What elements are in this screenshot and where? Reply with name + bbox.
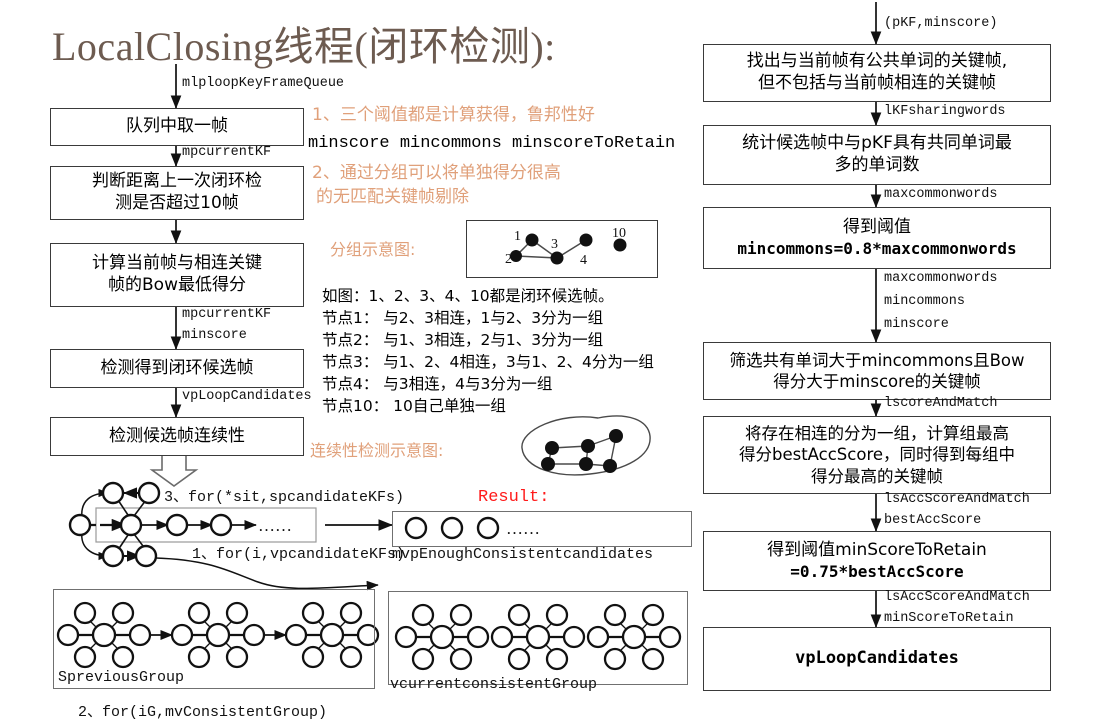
box-text-line2: 帧的Bow最低得分 <box>108 275 246 295</box>
loop-label-1: 1、for(i,vpcandidateKFs) <box>192 546 406 563</box>
box-text-line2: 得分大于minscore的关键帧 <box>773 372 981 391</box>
edge-label-pkf-minscore: (pKF,minscore) <box>884 16 998 31</box>
edge-label-mincommons: mincommons <box>884 294 966 309</box>
box-text: vpLoopCandidates <box>795 648 959 669</box>
box-text-line2: =0.75*bestAccScore <box>790 561 964 581</box>
svg-text:……: …… <box>258 516 292 535</box>
box-text-line1: 找出与当前帧有公共单词的关键帧, <box>746 51 1008 72</box>
flow-box-threshold-minscoretoretain: 得到阈值minScoreToRetain =0.75*bestAccScore <box>703 531 1051 591</box>
edge-label-lkfsharingwords: lKFsharingwords <box>884 104 1006 119</box>
box-text: 检测得到闭环候选帧 <box>100 357 254 378</box>
box-text-line2: mincommons=0.8*maxcommonwords <box>737 238 1017 258</box>
loop-label-2: 2、for(iG,mvConsistentGroup) <box>78 704 328 721</box>
flow-box-vploopcandidates: vpLoopCandidates <box>703 627 1051 691</box>
spreviousgroup-box <box>53 589 375 689</box>
edge-label-bestaccscore: bestAccScore <box>884 513 982 528</box>
explanation-line-5: 节点10： 10自己单独一组 <box>322 397 506 415</box>
flow-box-group-best-acc: 将存在相连的分为一组，计算组最高 得分bestAccScore，同时得到每组中 … <box>703 416 1051 494</box>
edge-label-lscoreandmatch: lscoreAndMatch <box>884 396 998 411</box>
flow-box-take-frame: 队列中取一帧 <box>50 108 304 146</box>
box-text-line1: 得到阈值minScoreToRetain <box>767 539 987 560</box>
loop-label-3: 3、for(*sit,spcandidateKFs) <box>164 489 405 506</box>
edge-label-mpcurrentkf-2: mpcurrentKF <box>182 307 272 322</box>
flow-box-count-max-common: 统计候选帧中与pKF具有共同单词最 多的单词数 <box>703 125 1051 185</box>
box-text-line1: 判断距离上一次闭环检 <box>92 171 262 192</box>
result-label: Result: <box>478 488 550 507</box>
explanation-line-3: 节点3： 与1、2、4相连，3与1、2、4分为一组 <box>322 353 654 371</box>
explanation-line-1: 节点1： 与2、3相连，1与2、3分为一组 <box>322 309 604 327</box>
edge-label-mpcurrentkf-1: mpcurrentKF <box>182 145 272 160</box>
box-text-line1: 计算当前帧与相连关键 <box>92 253 262 274</box>
box-text-line2: 得分bestAccScore，同时得到每组中 <box>738 445 1016 465</box>
edge-label-maxcommonwords-1: maxcommonwords <box>884 187 998 202</box>
flow-box-detect-candidates: 检测得到闭环候选帧 <box>50 349 304 388</box>
box-text-line1: 筛选共有单词大于mincommons且Bow <box>729 350 1025 370</box>
edge-label-minscoretoretain: minScoreToRetain <box>884 611 1014 626</box>
box-text: 队列中取一帧 <box>126 116 228 137</box>
spreviousgroup-label: SpreviousGroup <box>58 669 185 686</box>
flow-box-compute-min-bow: 计算当前帧与相连关键 帧的Bow最低得分 <box>50 243 304 307</box>
box-text-line2: 但不包括与当前帧相连的关键帧 <box>758 73 996 93</box>
flow-box-threshold-mincommons: 得到阈值 mincommons=0.8*maxcommonwords <box>703 207 1051 269</box>
group-diagram-frame <box>466 220 658 278</box>
note-1-title: 1、三个阈值都是计算获得，鲁邦性好 <box>312 105 595 125</box>
flow-box-filter-by-thresholds: 筛选共有单词大于mincommons且Bow 得分大于minscore的关键帧 <box>703 342 1051 400</box>
flow-box-check-consistency: 检测候选帧连续性 <box>50 417 304 456</box>
box-text-line1: 统计候选帧中与pKF具有共同单词最 <box>742 133 1012 154</box>
page-title: LocalClosing线程(闭环检测): <box>52 24 556 69</box>
box-text-line3: 得分最高的关键帧 <box>811 466 943 486</box>
edge-label-minscore: minscore <box>182 328 247 343</box>
box-text-line2: 多的单词数 <box>834 155 920 175</box>
edge-label-maxcommonwords-2: maxcommonwords <box>884 271 998 286</box>
note-1-vars: minscore mincommons minscoreToRetain <box>308 134 676 153</box>
explanation-line-4: 节点4： 与3相连，4与3分为一组 <box>322 375 553 393</box>
box-text: 检测候选帧连续性 <box>109 425 245 446</box>
group-diagram-label: 分组示意图: <box>330 240 416 259</box>
box-text-line1: 将存在相连的分为一组，计算组最高 <box>745 424 1009 444</box>
flow-box-check-10-frames: 判断距离上一次闭环检 测是否超过10帧 <box>50 166 304 220</box>
edge-label-minscore-right: minscore <box>884 317 949 332</box>
explanation-line-0: 如图：1、2、3、4、10都是闭环候选帧。 <box>322 287 614 305</box>
edge-label-lsaccscoreandmatch-1: lsAccScoreAndMatch <box>884 492 1030 507</box>
vcurrentconsistentgroup-label: vcurrentconsistentGroup <box>390 676 598 693</box>
edge-label-lsaccscoreandmatch-2: lsAccScoreAndMatch <box>884 590 1030 605</box>
edge-label-vploopcandidates: vpLoopCandidates <box>182 389 312 404</box>
vcurrentconsistentgroup-box <box>388 591 688 685</box>
box-text-line1: 得到阈值 <box>843 216 911 237</box>
explanation-line-2: 节点2： 与1、3相连，2与1、3分为一组 <box>322 331 604 349</box>
continuity-diagram-label: 连续性检测示意图: <box>310 441 444 460</box>
note-2-line2: 的无匹配关键帧剔除 <box>316 187 469 207</box>
edge-label-mlploopkeyframequeue: mlploopKeyFrameQueue <box>182 76 345 91</box>
box-text-line2: 测是否超过10帧 <box>115 193 239 213</box>
result-var-label: mvpEnoughConsistentcandidates <box>392 546 654 563</box>
note-2-line1: 2、通过分组可以将单独得分很高 <box>312 163 561 183</box>
flow-box-find-sharing-words: 找出与当前帧有公共单词的关键帧, 但不包括与当前帧相连的关键帧 <box>703 44 1051 102</box>
result-box <box>392 511 692 547</box>
